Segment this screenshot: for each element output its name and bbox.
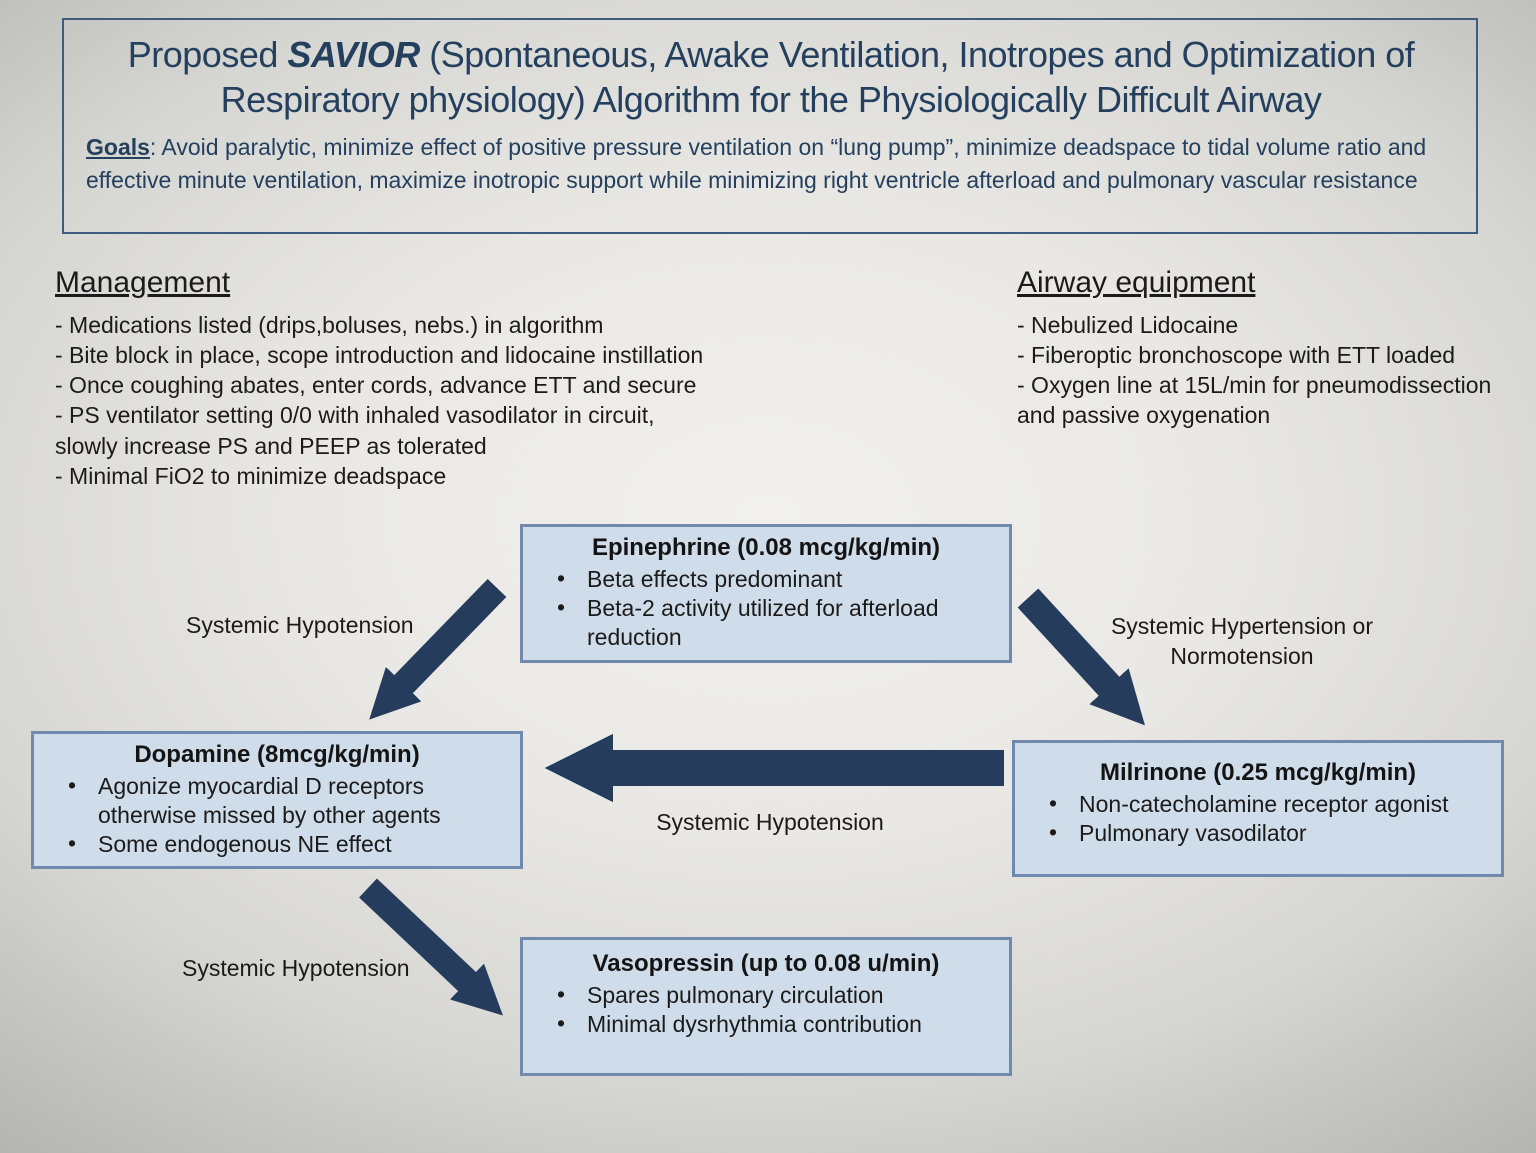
arrow-epinephrine-to-milrinone [1017,588,1145,726]
management-item: - Once coughing abates, enter cords, adv… [55,372,697,399]
management-item: - Bite block in place, scope introductio… [55,342,704,369]
arrow-epinephrine-to-dopamine [369,578,507,720]
epinephrine-bullet: Beta effects predominant [539,564,993,594]
page-title-line1: Proposed SAVIOR (Spontaneous, Awake Vent… [84,32,1458,77]
dopamine-bullet: Some endogenous NE effect [50,829,504,859]
title-line1-rest: (Spontaneous, Awake Ventilation, Inotrop… [419,34,1415,75]
dopamine-title: Dopamine (8mcg/kg/min) [134,741,420,768]
management-item: - PS ventilator setting 0/0 with inhaled… [55,402,655,459]
airway-equipment-item: - Nebulized Lidocaine [1017,312,1239,338]
airway-equipment-item: - Oxygen line at 15L/min for pneumodisse… [1017,372,1492,429]
arrow-label-dopamine-to-vasopressin: Systemic Hypotension [182,955,410,981]
epinephrine-box: Epinephrine (0.08 mcg/kg/min) Beta effec… [520,524,1012,663]
title-acronym: SAVIOR [287,34,420,75]
vasopressin-box: Vasopressin (up to 0.08 u/min) Spares pu… [520,937,1012,1076]
arrow-label-epi-to-milrinone: Systemic Hypertension or Normotension [1110,613,1374,669]
title-box: Proposed SAVIOR (Spontaneous, Awake Vent… [62,18,1478,234]
management-section: Management - Medications listed (drips,b… [55,266,717,491]
arrow-label-milrinone-to-dopamine: Systemic Hypotension [656,809,884,835]
arrow-label-epi-to-dopamine: Systemic Hypotension [186,612,414,638]
goals-paragraph: Goals: Avoid paralytic, minimize effect … [86,131,1458,196]
milrinone-bullet: Non-catecholamine receptor agonist [1031,789,1485,819]
airway-equipment-heading: Airway equipment [1017,266,1256,299]
arrow-dopamine-to-vasopressin [359,878,503,1016]
airway-equipment-item: - Fiberoptic bronchoscope with ETT loade… [1017,342,1456,369]
milrinone-title: Milrinone (0.25 mcg/kg/min) [1099,759,1417,786]
vasopressin-bullet: Spares pulmonary circulation [539,980,993,1010]
page-title-line2: Respiratory physiology) Algorithm for th… [220,79,1322,120]
vasopressin-bullet: Minimal dysrhythmia contribution [539,1009,993,1039]
epinephrine-bullet: Beta-2 activity utilized for afterload r… [539,593,993,652]
airway-equipment-section: Airway equipment - Nebulized Lidocaine -… [1017,266,1515,431]
vasopressin-title: Vasopressin (up to 0.08 u/min) [592,950,940,977]
epinephrine-title: Epinephrine (0.08 mcg/kg/min) [591,534,941,561]
goals-text: : Avoid paralytic, minimize effect of po… [86,134,1427,193]
dopamine-box: Dopamine (8mcg/kg/min) Agonize myocardia… [31,731,523,869]
management-heading: Management [55,266,231,299]
dopamine-bullet: Agonize myocardial D receptors otherwise… [50,771,504,830]
title-prefix: Proposed [127,34,288,75]
milrinone-bullet: Pulmonary vasodilator [1031,818,1485,848]
milrinone-box: Milrinone (0.25 mcg/kg/min) Non-catechol… [1012,740,1504,877]
management-item: - Minimal FiO2 to minimize deadspace [55,462,447,489]
management-item: - Medications listed (drips,boluses, neb… [55,312,604,338]
goals-label: Goals [86,134,150,160]
